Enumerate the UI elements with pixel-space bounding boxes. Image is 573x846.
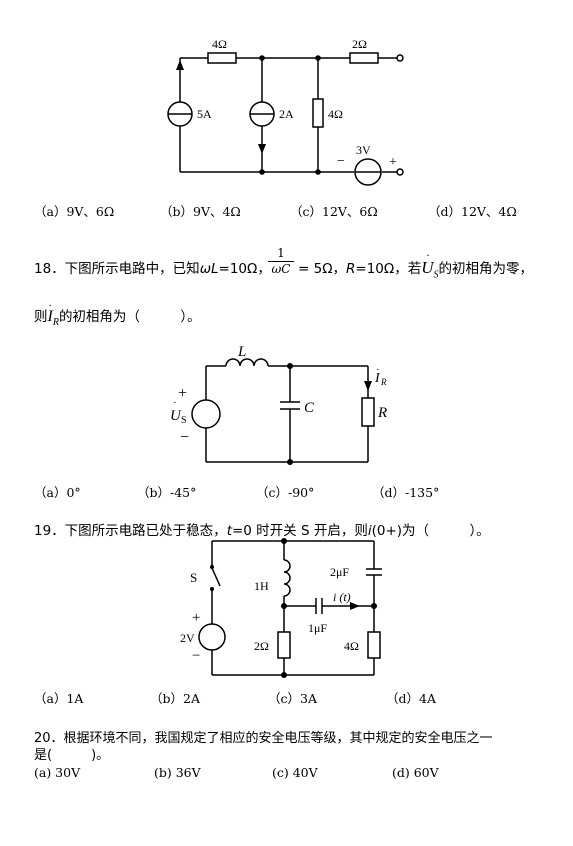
inductor-label: L: [237, 344, 246, 360]
math-var: i: [367, 523, 372, 539]
option-d[interactable]: （d）4A: [386, 691, 436, 706]
math-var: ωL: [199, 261, 219, 277]
polarity-minus: −: [337, 154, 345, 169]
question-text: =0 时开关 S 开启，则: [231, 523, 368, 539]
option-d[interactable]: （d）-135°: [372, 485, 440, 500]
polarity-plus: +: [192, 610, 200, 626]
fraction-numerator: 1: [277, 246, 285, 260]
question-text: (0+)为（ ）。: [371, 523, 490, 539]
question-18-line1: 18．下图所示电路中，已知ωL=10Ω，: [34, 257, 271, 277]
phasor-ir: ·IR: [47, 298, 59, 329]
source-label: 2V: [180, 631, 195, 645]
source-label: 2A: [279, 107, 294, 121]
option-a[interactable]: (a) 30V: [34, 765, 81, 780]
capacitor-label: 2μF: [330, 565, 349, 579]
option-a[interactable]: （a）1A: [34, 691, 84, 706]
current-label: i (t): [333, 590, 351, 604]
option-b[interactable]: （b）9V、4Ω: [160, 204, 241, 219]
question-text: =10Ω，: [218, 261, 271, 277]
capacitor-label: 1μF: [308, 621, 327, 635]
capacitor-label: C: [304, 400, 315, 416]
option-a[interactable]: （a）9V、6Ω: [34, 204, 115, 219]
question-text: 的初相角为（ ）。: [58, 309, 201, 325]
math-var: R: [346, 261, 356, 277]
question-19: 19．下图所示电路已处于稳态，t=0 时开关 S 开启，则i(0+)为（ ）。: [34, 519, 490, 539]
question-text: = 5Ω，: [298, 261, 347, 277]
option-b[interactable]: (b) 36V: [154, 765, 201, 780]
resistor-label: 4Ω: [344, 639, 359, 653]
r-label: 4Ω: [212, 37, 227, 51]
fraction: 1 ωC: [268, 246, 294, 276]
question-20-line2: 是( )。: [34, 748, 110, 763]
source-label: 3V: [356, 143, 371, 157]
r-label: 4Ω: [328, 107, 343, 121]
option-b[interactable]: （b）-45°: [137, 485, 197, 500]
question-text: 则: [34, 309, 48, 325]
current-label: I: [374, 371, 381, 386]
question-text: ．下图所示电路中，已知: [51, 261, 200, 277]
option-c[interactable]: (c) 40V: [272, 765, 318, 780]
option-d[interactable]: (d) 60V: [392, 765, 439, 780]
polarity-plus: +: [178, 385, 187, 402]
source-label: 5A: [197, 107, 212, 121]
question-number: 19: [34, 523, 52, 539]
question-number: 18: [34, 261, 52, 277]
option-b[interactable]: （b）2A: [150, 691, 200, 706]
switch-label: S: [190, 570, 197, 585]
current-sub: R: [380, 377, 387, 387]
polarity-minus: −: [192, 648, 200, 664]
question-18-line2: 则·IR的初相角为（ ）。: [34, 298, 201, 329]
question-text: 的初相角为零，: [438, 261, 534, 277]
inductor-label: 1H: [254, 579, 269, 593]
question-20-line1: 20．根据环境不同，我国规定了相应的安全电压等级，其中规定的安全电压之一: [34, 731, 493, 746]
option-c[interactable]: （c）12V、6Ω: [290, 204, 378, 219]
resistor-label: 2Ω: [254, 639, 269, 653]
question-text: =10Ω，若: [355, 261, 422, 277]
phasor-dot: ·: [376, 364, 380, 376]
polarity-minus: −: [180, 429, 189, 446]
question-text: ．下图所示电路已处于稳态，: [51, 523, 227, 539]
source-sub: S: [181, 415, 187, 426]
phasor-dot: ·: [173, 397, 177, 409]
option-d[interactable]: （d）12V、4Ω: [428, 204, 517, 219]
resistor-label: R: [377, 405, 387, 421]
fraction-denominator: ωC: [268, 261, 294, 276]
math-var: t: [226, 523, 232, 539]
question-18-line1b: = 5Ω，R=10Ω，若·US的初相角为零，: [298, 248, 534, 281]
option-c[interactable]: （c）3A: [268, 691, 317, 706]
phasor-us: ·US: [421, 248, 439, 281]
source-label: U: [170, 408, 182, 424]
option-a[interactable]: （a）0°: [34, 485, 81, 500]
polarity-plus: +: [389, 155, 397, 170]
option-c[interactable]: （c）-90°: [256, 485, 315, 500]
r-label: 2Ω: [352, 37, 367, 51]
